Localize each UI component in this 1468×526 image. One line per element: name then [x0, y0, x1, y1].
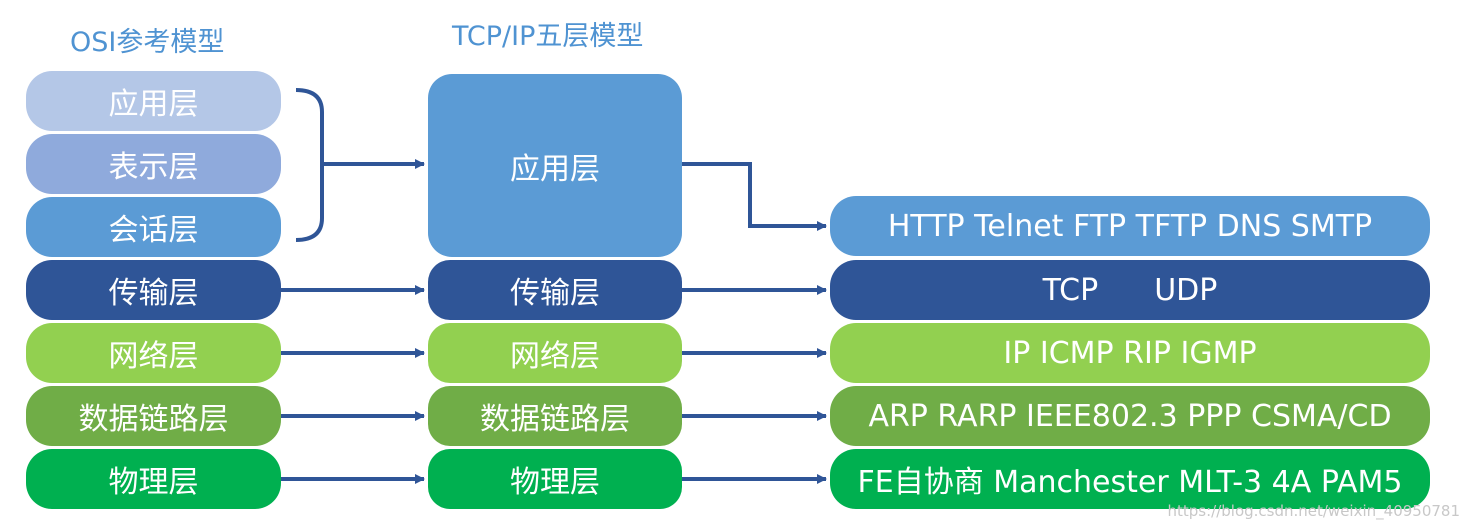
protocol-udp: UDP	[1154, 272, 1218, 308]
osi-layer-datalink: 数据链路层	[26, 386, 281, 446]
protocols-network: IP ICMP RIP IGMP	[830, 323, 1430, 383]
tcpip-layer-transport: 传输层	[428, 260, 682, 320]
osi-layer-presentation: 表示层	[26, 134, 281, 194]
protocols-physical: FE自协商 Manchester MLT-3 4A PAM5	[830, 449, 1430, 509]
osi-layer-application: 应用层	[26, 71, 281, 131]
osi-layer-transport: 传输层	[26, 260, 281, 320]
tcpip-title: TCP/IP五层模型	[452, 21, 644, 52]
tcpip-layer-physical: 物理层	[428, 449, 682, 509]
watermark: https://blog.csdn.net/weixin_40950781	[1167, 502, 1460, 520]
tcpip-layer-datalink: 数据链路层	[428, 386, 682, 446]
protocols-application: HTTP Telnet FTP TFTP DNS SMTP	[830, 196, 1430, 256]
protocol-tcp: TCP	[1042, 272, 1099, 308]
tcpip-layer-network: 网络层	[428, 323, 682, 383]
osi-layer-network: 网络层	[26, 323, 281, 383]
tcpip-layer-application: 应用层	[428, 74, 682, 257]
osi-layer-physical: 物理层	[26, 449, 281, 509]
protocols-transport: TCP UDP	[830, 260, 1430, 320]
osi-layer-session: 会话层	[26, 197, 281, 257]
protocols-datalink: ARP RARP IEEE802.3 PPP CSMA/CD	[830, 386, 1430, 446]
osi-title: OSI参考模型	[70, 27, 225, 58]
arrow-app-tcp-to-proto	[682, 162, 827, 231]
osi-app-brace	[295, 88, 324, 242]
